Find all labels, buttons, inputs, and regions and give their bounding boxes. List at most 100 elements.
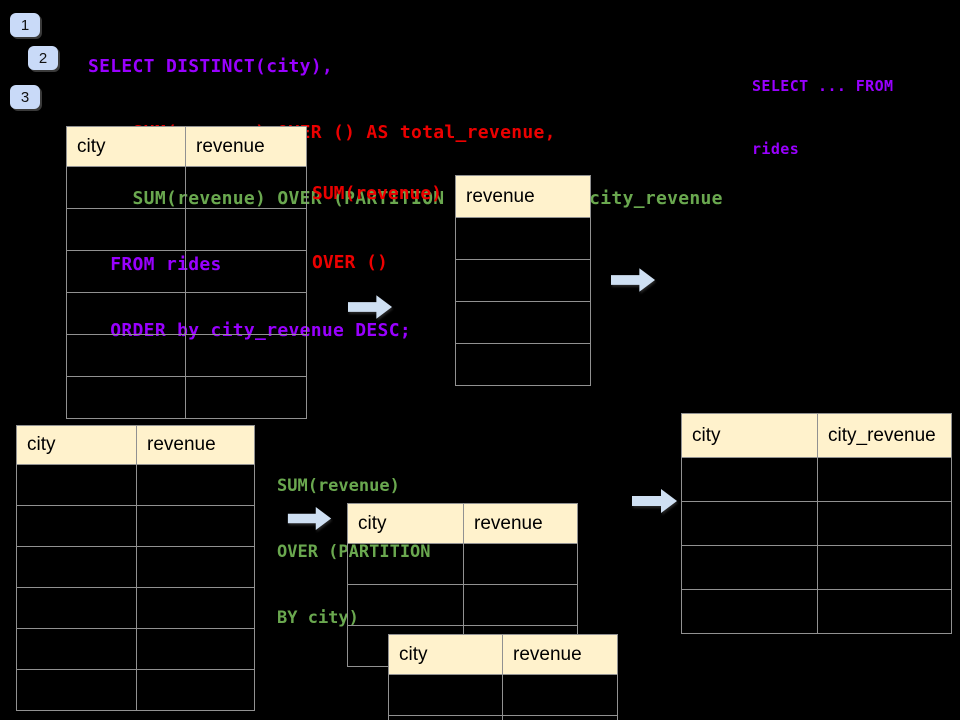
column-header: city: [681, 413, 818, 458]
right-arrow-icon: [611, 268, 656, 292]
step-badge-label: 2: [38, 49, 48, 67]
empty-cell: [16, 546, 137, 588]
empty-cell: [185, 208, 307, 251]
column-header: revenue: [455, 175, 591, 218]
empty-cell: [16, 464, 137, 506]
column-header: city: [66, 126, 186, 167]
table-row: [455, 259, 591, 302]
empty-cell: [347, 543, 464, 585]
table-row: [681, 501, 952, 546]
table-row: [16, 505, 255, 547]
empty-cell: [136, 464, 255, 506]
empty-cell: [681, 501, 818, 546]
empty-cell: [185, 166, 307, 209]
table-row: [16, 546, 255, 588]
table-row: [16, 464, 255, 506]
empty-cell: [185, 334, 307, 377]
table-row: [66, 208, 307, 251]
table-row: [388, 674, 618, 716]
note-line: SELECT ... FROM: [752, 77, 894, 95]
column-header: city_revenue: [817, 413, 952, 458]
annotation-line: BY city): [277, 608, 359, 628]
right-arrow-icon: [287, 506, 332, 531]
table-row: [66, 292, 307, 335]
step-badge-3: 3: [10, 85, 40, 109]
table-row: [347, 543, 578, 585]
column-header: revenue: [502, 634, 618, 675]
empty-cell: [463, 543, 578, 585]
table-row: [681, 457, 952, 502]
table-row: [66, 334, 307, 377]
header-row: revenue: [455, 175, 591, 218]
empty-cell: [347, 584, 464, 626]
empty-cell: [66, 376, 186, 419]
empty-cell: [136, 669, 255, 711]
annotation-line: SUM(revenue): [277, 476, 400, 496]
table-row: [347, 584, 578, 626]
step-badge-label: 3: [20, 88, 30, 106]
empty-cell: [681, 545, 818, 590]
table-row: [16, 669, 255, 711]
step-badge-2: 2: [28, 46, 58, 70]
empty-cell: [136, 628, 255, 670]
step-badge-1: 1: [10, 13, 40, 37]
column-header: city: [347, 503, 464, 544]
table-row: [66, 166, 307, 209]
column-header: revenue: [185, 126, 307, 167]
empty-cell: [136, 587, 255, 629]
empty-cell: [817, 501, 952, 546]
right-arrow-icon: [348, 295, 393, 319]
column-header: revenue: [463, 503, 578, 544]
column-header: revenue: [136, 425, 255, 465]
empty-cell: [16, 505, 137, 547]
empty-cell: [66, 334, 186, 377]
table-row: [681, 545, 952, 590]
table-row: [455, 343, 591, 386]
table-row: [16, 628, 255, 670]
code-line: SELECT DISTINCT(city),: [88, 56, 334, 77]
empty-cell: [136, 546, 255, 588]
sql-context-note: SELECT ... FROM rides: [752, 34, 893, 202]
empty-cell: [66, 208, 186, 251]
empty-cell: [681, 589, 818, 634]
empty-cell: [185, 292, 307, 335]
table-total-revenue: revenue: [455, 175, 591, 386]
empty-cell: [16, 628, 137, 670]
table-row: [388, 715, 618, 720]
table-row: [66, 250, 307, 293]
table-row: [455, 301, 591, 344]
column-header: city: [388, 634, 503, 675]
empty-cell: [388, 715, 503, 720]
note-line: rides: [752, 140, 800, 158]
empty-cell: [66, 250, 186, 293]
empty-cell: [136, 505, 255, 547]
empty-cell: [455, 259, 591, 302]
table-row: [681, 589, 952, 634]
empty-cell: [455, 217, 591, 260]
empty-cell: [388, 674, 503, 716]
right-arrow-icon: [632, 489, 677, 513]
empty-cell: [817, 457, 952, 502]
empty-cell: [681, 457, 818, 502]
empty-cell: [817, 589, 952, 634]
column-header: city: [16, 425, 137, 465]
empty-cell: [817, 545, 952, 590]
empty-cell: [502, 715, 618, 720]
table-row: [455, 217, 591, 260]
table-row: [16, 587, 255, 629]
empty-cell: [16, 669, 137, 711]
empty-cell: [16, 587, 137, 629]
empty-cell: [463, 584, 578, 626]
step-badge-label: 1: [20, 16, 30, 34]
empty-cell: [502, 674, 618, 716]
annotation-total-revenue: SUM(revenue) OVER (): [312, 136, 442, 320]
empty-cell: [185, 376, 307, 419]
